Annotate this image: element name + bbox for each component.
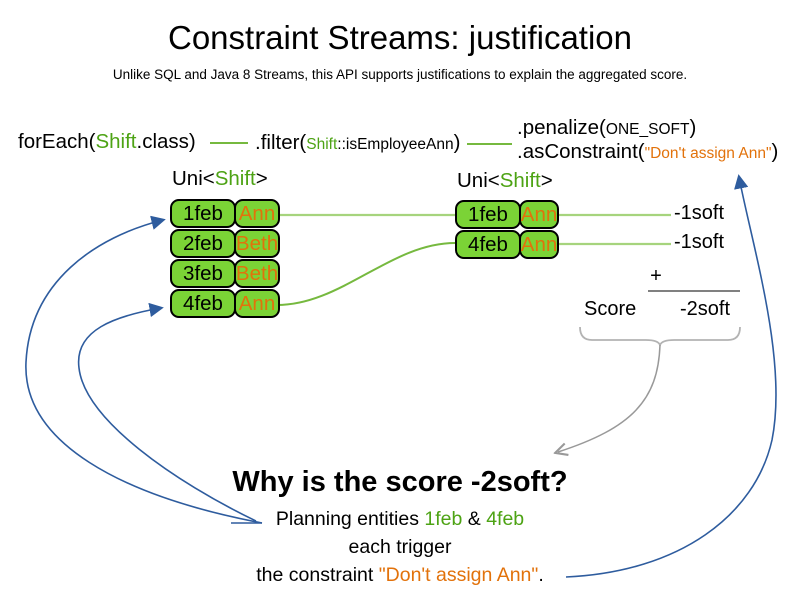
explanation-line1-pre: Planning entities — [275, 508, 425, 530]
right-stream-label: Uni<Shift> — [457, 170, 553, 192]
code-asconstraint-post: ) — [771, 140, 779, 163]
code-penalize: .penalize(ONE_SOFT) — [517, 117, 696, 141]
shift-employee-cell: Beth — [234, 229, 280, 258]
arrow-score-to-why-icon — [558, 344, 661, 452]
shift-date-cell: 1feb — [170, 199, 236, 228]
page-title: Constraint Streams: justification — [167, 19, 632, 56]
shift-employee-cell: Ann — [519, 200, 559, 229]
code-filter-pre: .filter( — [255, 131, 307, 154]
table-row: 4feb Ann — [170, 289, 280, 318]
explanation-entity-1feb: 1feb — [424, 508, 463, 530]
explanation-amp: & — [462, 508, 487, 530]
right-stream-label-type: Shift — [499, 169, 541, 192]
explanation-constraint-name: "Don't assign Ann" — [378, 564, 539, 586]
right-stream-label-pre: Uni< — [457, 169, 500, 192]
table-row: 3feb Beth — [170, 259, 280, 288]
left-stream-label: Uni<Shift> — [172, 168, 268, 190]
shift-employee-cell: Ann — [234, 289, 280, 318]
row-score-1: -1soft — [674, 202, 725, 224]
explanation-line-2: each trigger — [348, 536, 452, 558]
table-row: 4feb Ann — [455, 230, 559, 259]
code-foreach-pre: forEach( — [18, 130, 96, 153]
shift-date-cell: 2feb — [170, 229, 236, 258]
code-asconstraint-pre: .asConstraint( — [517, 140, 645, 163]
explanation-line-1: Planning entities 1feb & 4feb — [0, 505, 800, 533]
score-total: -2soft — [680, 298, 731, 320]
explanation-text: Planning entities 1feb & 4feb each trigg… — [0, 505, 800, 589]
left-stream-label-post: > — [255, 167, 268, 190]
shift-date-cell: 3feb — [170, 259, 236, 288]
left-stream-label-type: Shift — [214, 167, 256, 190]
code-asconstraint: .asConstraint("Don't assign Ann") — [517, 141, 778, 165]
code-foreach-class: Shift — [95, 130, 137, 153]
code-filter-class: Shift — [306, 136, 338, 153]
shift-employee-cell: Ann — [519, 230, 559, 259]
shift-date-cell: 4feb — [455, 230, 521, 259]
code-foreach: forEach(Shift.class) — [18, 131, 196, 153]
right-stream-label-post: > — [540, 169, 553, 192]
shift-employee-cell: Beth — [234, 259, 280, 288]
score-brace — [579, 326, 741, 348]
shift-date-cell: 4feb — [170, 289, 236, 318]
left-stream-label-pre: Uni< — [172, 167, 215, 190]
explanation-heading: Why is the score -2soft? — [232, 466, 568, 498]
explanation-line3-post: . — [538, 564, 544, 586]
code-filter-post: ) — [453, 131, 461, 154]
table-row: 1feb Ann — [455, 200, 559, 229]
code-penalize-pre: .penalize( — [517, 116, 606, 139]
code-filter: .filter(Shift::isEmployeeAnn) — [255, 132, 460, 156]
score-label: Score — [584, 298, 637, 320]
shift-date-cell: 1feb — [455, 200, 521, 229]
explanation-line3-pre: the constraint — [256, 564, 379, 586]
explanation-entity-4feb: 4feb — [486, 508, 525, 530]
row-score-2: -1soft — [674, 231, 725, 253]
code-asconstraint-arg: "Don't assign Ann" — [644, 145, 772, 162]
code-filter-method: ::isEmployeeAnn — [337, 136, 454, 153]
shift-employee-cell: Ann — [234, 199, 280, 228]
explanation-line-3: the constraint "Don't assign Ann". — [0, 561, 800, 589]
plus-sign: + — [650, 265, 662, 287]
table-row: 2feb Beth — [170, 229, 280, 258]
subtitle: Unlike SQL and Java 8 Streams, this API … — [112, 67, 688, 82]
code-foreach-post: .class) — [136, 130, 196, 153]
code-penalize-arg: ONE_SOFT — [605, 121, 690, 138]
connector-left4feb-to-right4feb — [273, 242, 456, 307]
table-row: 1feb Ann — [170, 199, 280, 228]
left-shift-table: 1feb Ann 2feb Beth 3feb Beth 4feb Ann — [170, 199, 280, 319]
code-penalize-post: ) — [689, 116, 697, 139]
right-shift-table: 1feb Ann 4feb Ann — [455, 200, 559, 260]
